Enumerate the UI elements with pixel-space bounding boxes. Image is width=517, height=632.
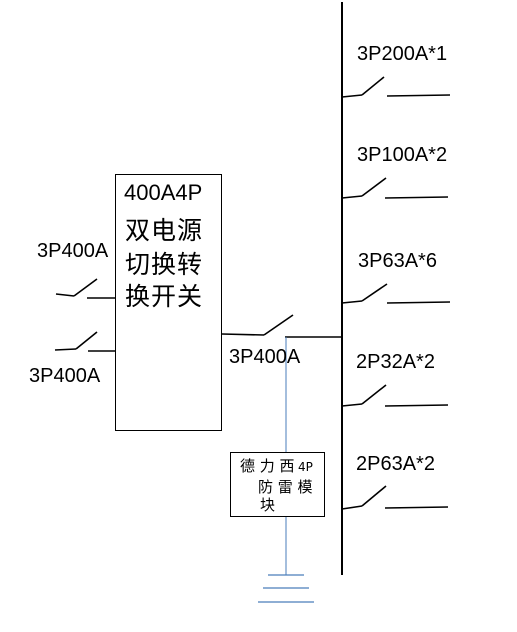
incoming-label-2: 3P400A — [29, 365, 101, 387]
ats-box — [115, 174, 222, 431]
spd-box — [230, 452, 325, 517]
ats-desc-line1: 双电源 — [125, 216, 204, 245]
outgoing-label-5: 2P63A*2 — [356, 453, 435, 475]
outgoing-switch-2 — [341, 177, 449, 199]
incoming-label-1: 3P400A — [37, 240, 109, 262]
incoming-switch-1 — [55, 278, 115, 299]
ats-desc-line3: 换开关 — [125, 282, 204, 311]
main-breaker-label: 3P400A — [229, 346, 301, 368]
outgoing-label-4: 2P32A*2 — [356, 351, 435, 373]
ground-symbol — [258, 574, 314, 603]
outgoing-label-1: 3P200A*1 — [357, 43, 448, 65]
outgoing-switch-4 — [341, 384, 449, 407]
incoming-switch-2 — [54, 331, 115, 352]
main-breaker-switch — [221, 314, 342, 338]
spd-poles: 4P — [298, 460, 313, 474]
outgoing-switch-3 — [341, 283, 451, 304]
outgoing-label-3: 3P63A*6 — [358, 250, 437, 272]
outgoing-label-2: 3P100A*2 — [357, 144, 448, 166]
spd-line1: 德 力 西 — [240, 457, 295, 475]
outgoing-switch-1 — [341, 76, 451, 98]
ats-rating: 400A4P — [124, 180, 203, 205]
outgoing-switch-5 — [341, 485, 449, 510]
spd-line2: 防 雷 模 — [258, 478, 313, 496]
ats-desc-line2: 切换转 — [125, 250, 204, 279]
spd-line3: 块 — [260, 496, 276, 514]
